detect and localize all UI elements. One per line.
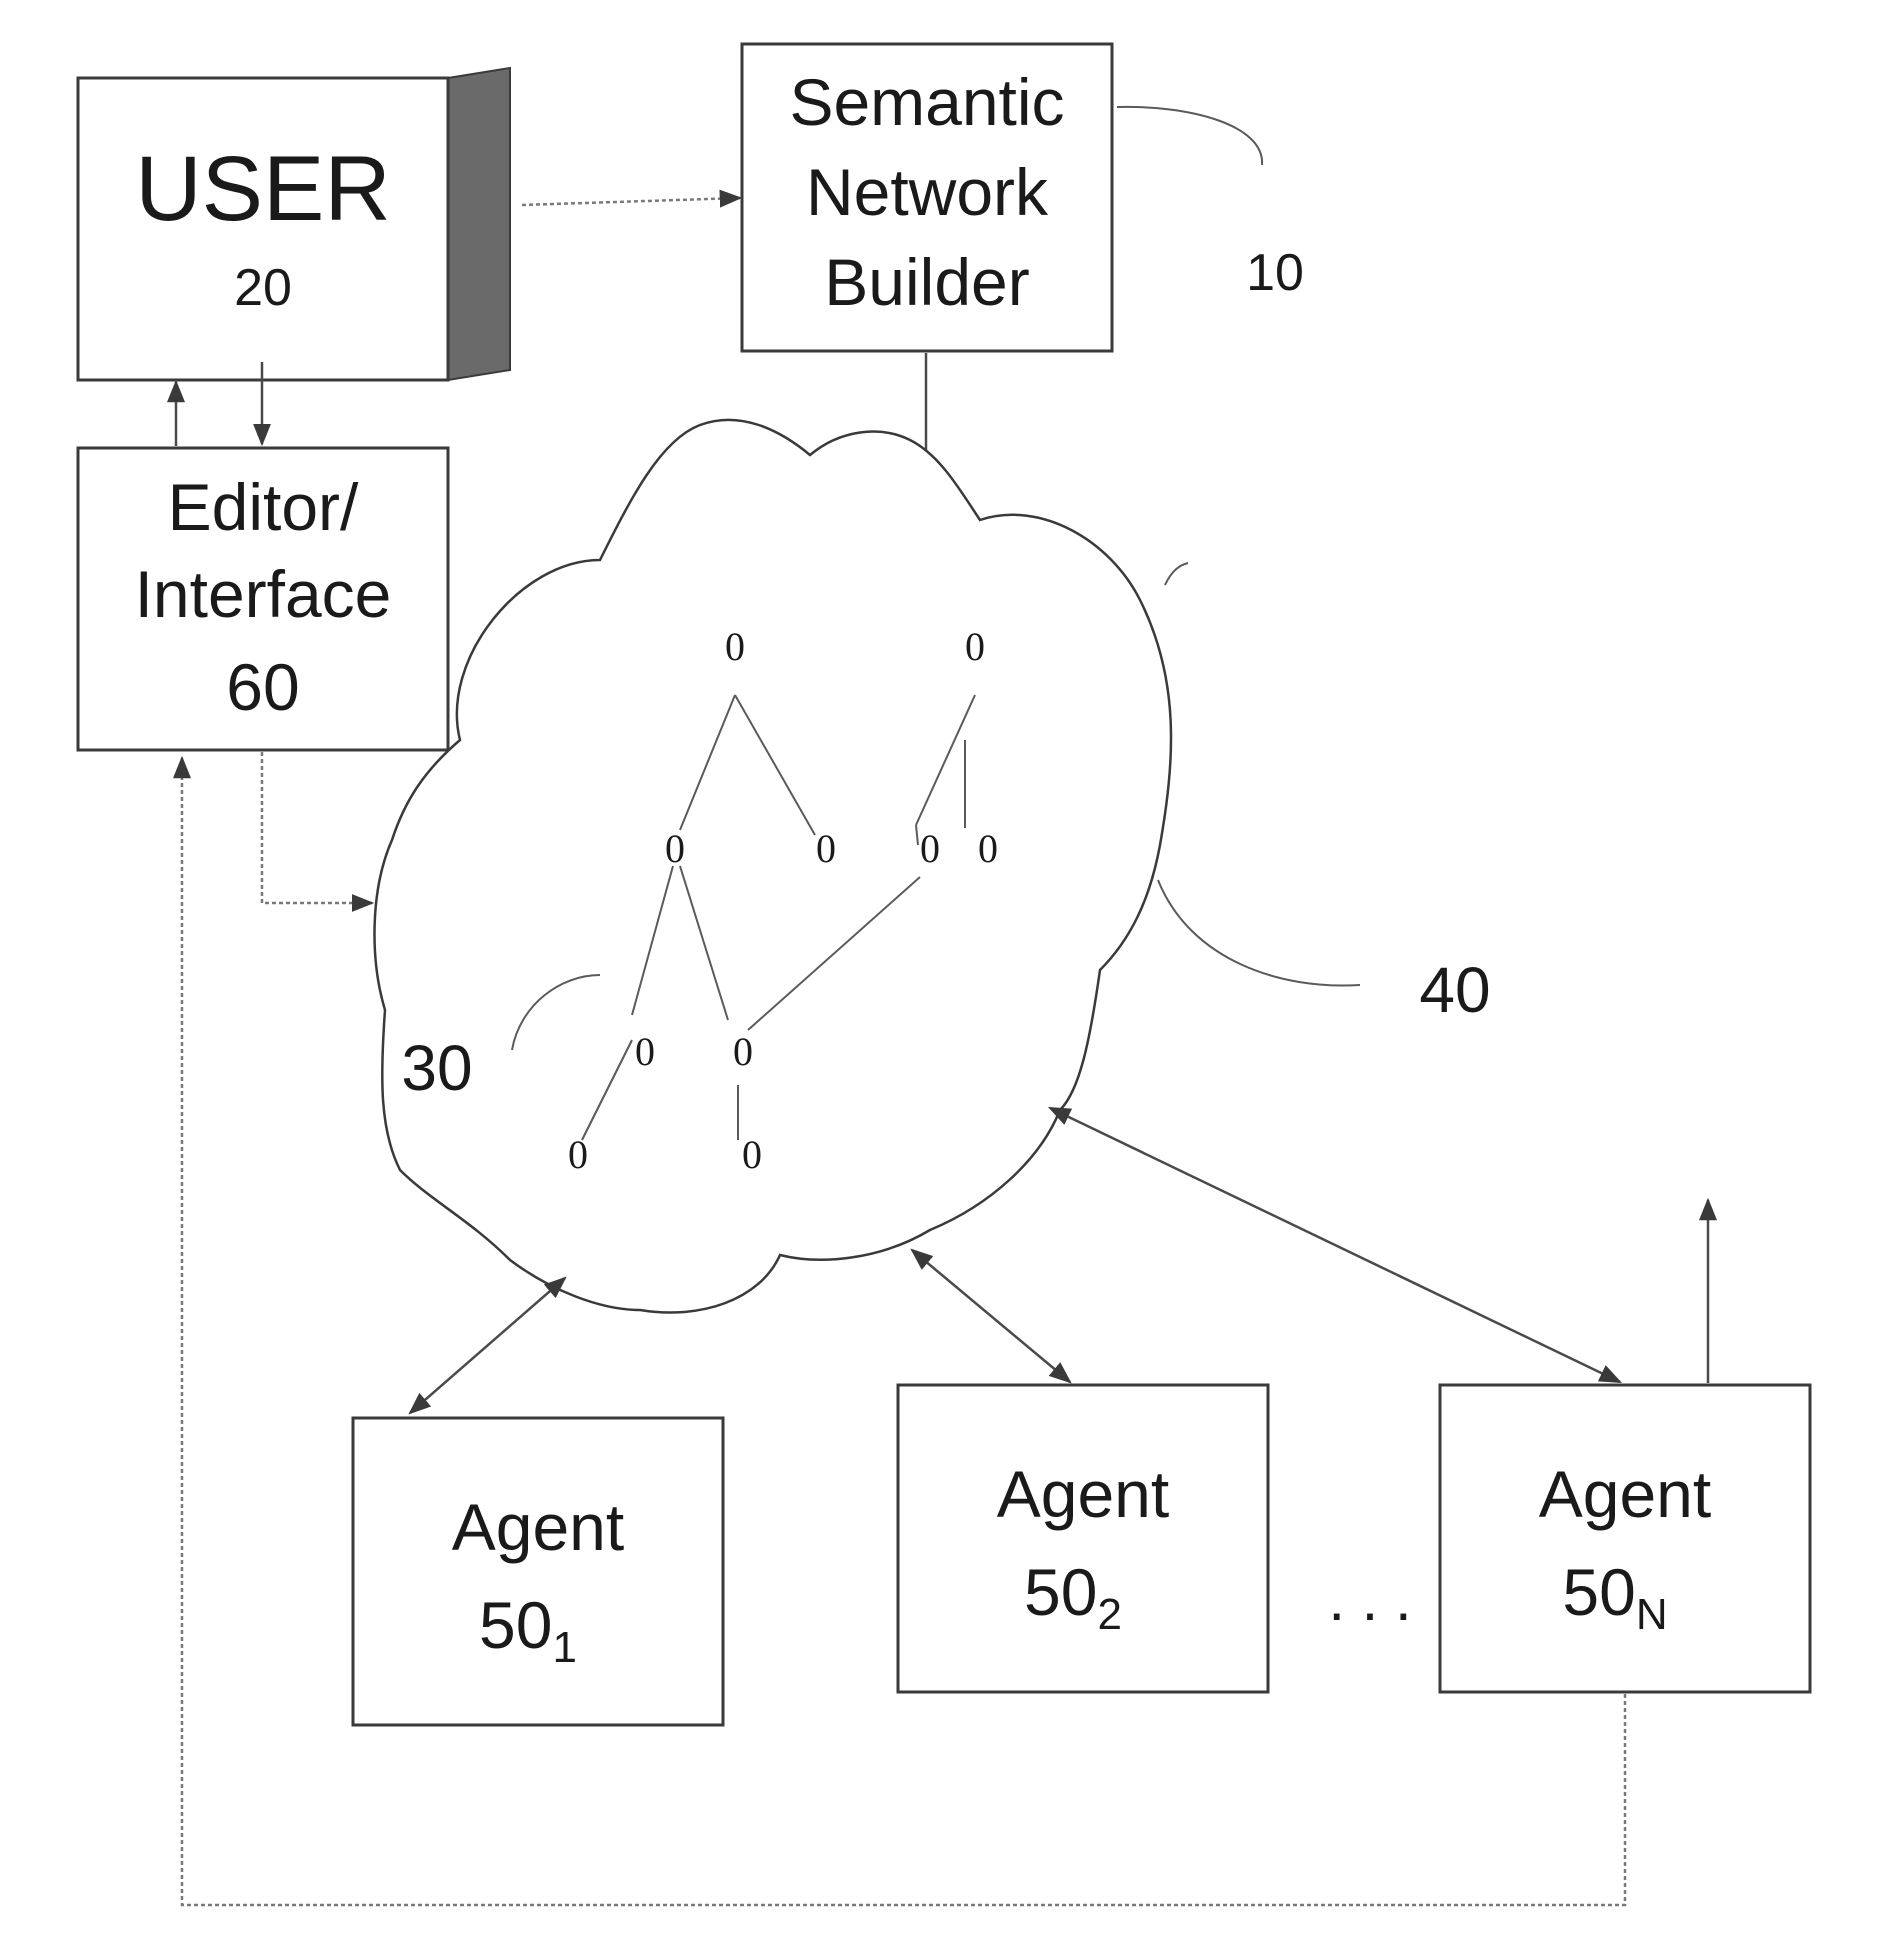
cloud-ref-30: 30 [401, 1032, 472, 1104]
tree-node: 0 [816, 826, 836, 871]
user-box: USER 20 [78, 68, 510, 380]
user-to-builder-arrow [522, 198, 740, 205]
tree-node: 0 [733, 1029, 753, 1074]
agent-1-cloud-arrow [410, 1278, 565, 1413]
builder-ref-number: 10 [1246, 244, 1304, 302]
agent-n-title: Agent [1539, 1457, 1711, 1531]
editor-line2: Interface [135, 557, 392, 631]
agent-2-cloud-arrow [912, 1250, 1070, 1382]
cloud-ref-40: 40 [1419, 954, 1490, 1026]
tree-node: 0 [978, 826, 998, 871]
builder-line1: Semantic [789, 65, 1064, 139]
tree-node: 0 [665, 826, 685, 871]
builder-line2: Network [806, 155, 1049, 229]
tree-node: 0 [635, 1029, 655, 1074]
agents-ellipsis: . . . [1328, 1566, 1411, 1633]
builder-line3: Builder [824, 245, 1029, 319]
editor-line1: Editor/ [168, 470, 359, 544]
agent-n-cloud-arrow [1050, 1108, 1620, 1382]
editor-to-cloud-arrow [262, 752, 372, 903]
cloud-tick-mark [1165, 563, 1188, 585]
tree-node: 0 [920, 826, 940, 871]
tree-node: 0 [742, 1132, 762, 1177]
editor-line3: 60 [226, 650, 299, 724]
user-number: 20 [234, 259, 292, 317]
agent-2-box: Agent 502 [898, 1385, 1268, 1692]
tree-node: 0 [965, 624, 985, 669]
user-title: USER [135, 138, 391, 240]
tree-node: 0 [568, 1132, 588, 1177]
agent-1-title: Agent [452, 1490, 624, 1564]
agent-n-box: Agent 50N [1440, 1385, 1810, 1692]
agent-2-title: Agent [997, 1457, 1169, 1531]
editor-interface-box: Editor/ Interface 60 [78, 448, 448, 750]
agent-1-box: Agent 501 [353, 1418, 723, 1725]
tree-node: 0 [725, 624, 745, 669]
semantic-network-builder-box: Semantic Network Builder [742, 44, 1112, 351]
semantic-network-cloud [375, 420, 1172, 1313]
builder-ref-leader [1117, 107, 1262, 165]
cloud-ref40-leader [1158, 880, 1360, 986]
